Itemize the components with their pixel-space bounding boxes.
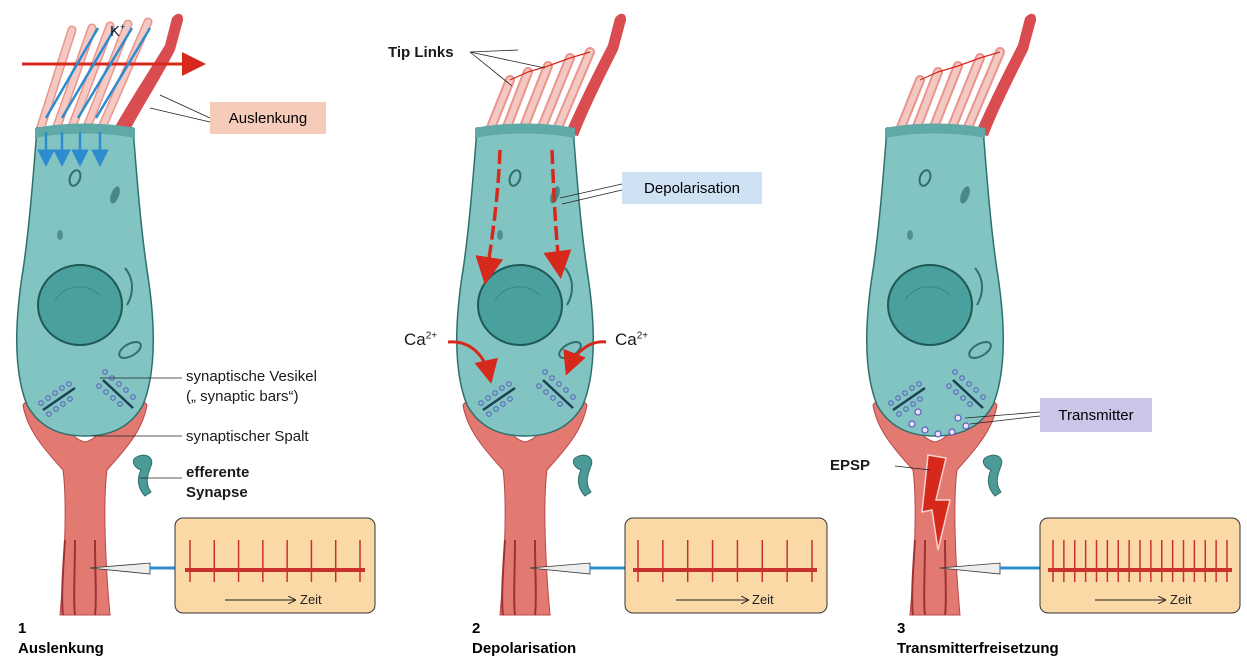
time-axis-label-3: Zeit [1170,592,1192,607]
panel-1-title: Auslenkung [18,640,104,657]
tip-links-label: Tip Links [388,44,454,61]
stereocilia-bundle [900,14,1036,136]
panel-2-number: 2 [472,620,480,637]
panel-3-number: 3 [897,620,905,637]
synapse-label: Synapse [186,484,248,501]
stereocilia-bundle [490,14,626,136]
auslenkung-label-box: Auslenkung [210,102,326,134]
k-ion-label: K+ [110,22,125,40]
panel-2 [448,14,827,615]
epsp-label: EPSP [830,457,870,474]
vesikel-label: synaptische Vesikel [186,368,317,385]
time-axis-label-1: Zeit [300,592,322,607]
ca-ion-right: Ca2+ [615,330,648,350]
transmitter-label-box: Transmitter [1040,398,1152,432]
efferente-label: efferente [186,464,249,481]
synaptic-bars-label: („ synaptic bars“) [186,388,299,405]
time-axis-label-2: Zeit [752,592,774,607]
ca-ion-left: Ca2+ [404,330,437,350]
panel-3-title: Transmitterfreisetzung [897,640,1059,657]
recording-box-1 [175,518,375,613]
panel-1-number: 1 [18,620,26,637]
recording-box-2 [625,518,827,613]
depolarisation-label-box: Depolarisation [622,172,762,204]
panel-3 [867,14,1240,615]
panel-2-title: Depolarisation [472,640,576,657]
spalt-label: synaptischer Spalt [186,428,309,445]
